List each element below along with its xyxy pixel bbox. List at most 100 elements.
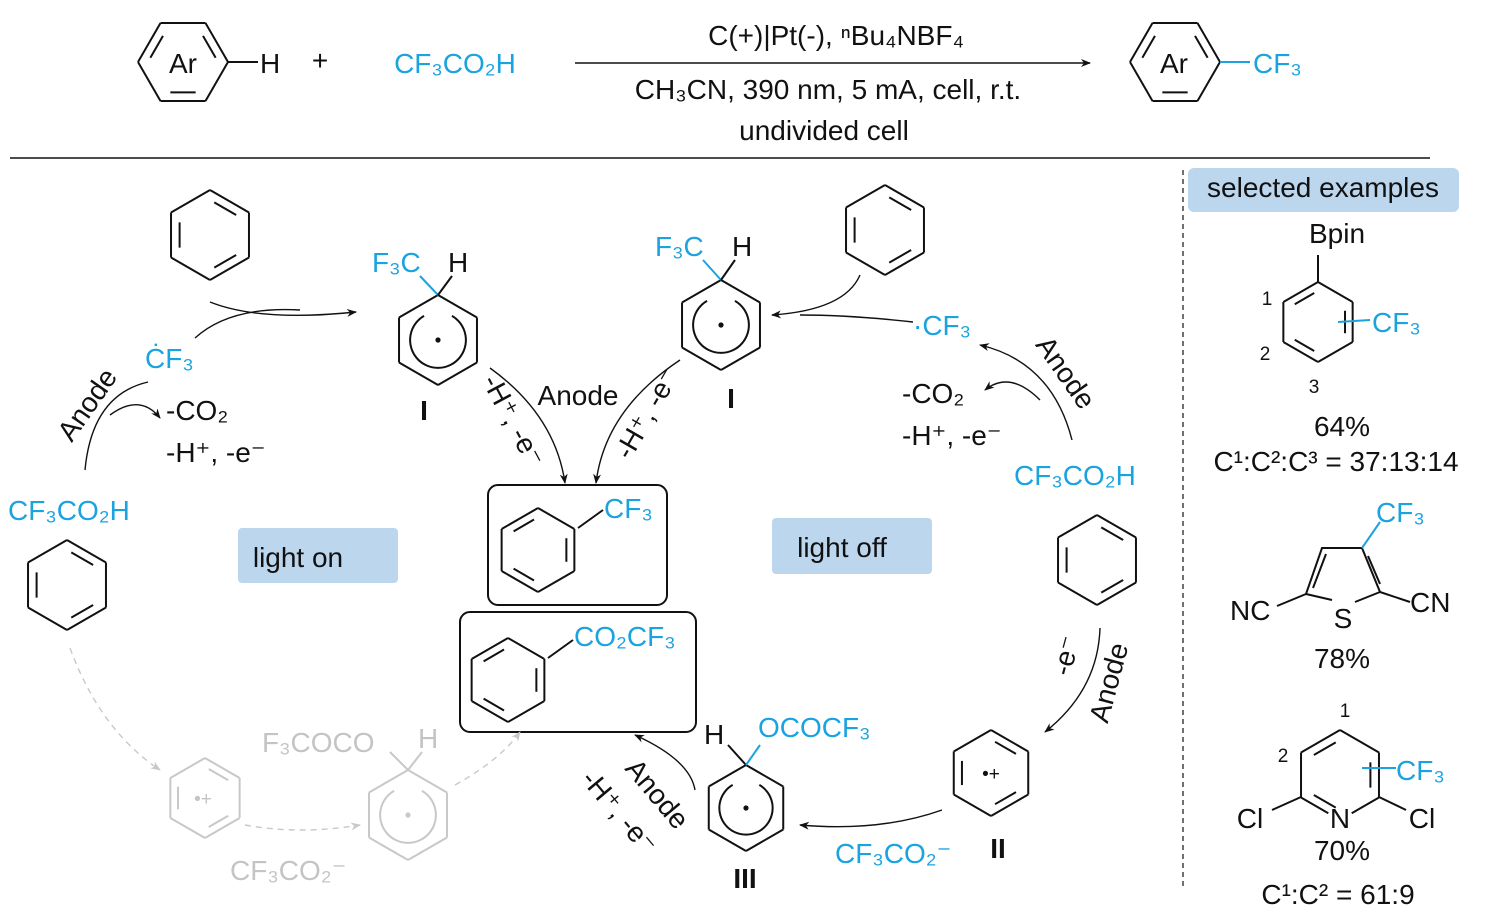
examples-title-box — [1188, 168, 1459, 212]
example-3: 1 2 CF₃ Cl N Cl 70% C¹:C² = 61:9 — [1237, 701, 1445, 910]
anode-label-3: Anode — [1083, 639, 1134, 725]
aryl-label: Ar — [169, 48, 197, 79]
intermediate-i-left: I — [420, 395, 428, 426]
faded-radical-cation-ring — [169, 757, 241, 839]
product-cf3-label: CF₃ — [1253, 48, 1302, 79]
h-label-iii: H — [704, 719, 724, 750]
mechanism-arrows — [69, 274, 1101, 831]
benzene-ring — [170, 189, 250, 281]
f3c-label-right: F₃C — [655, 231, 704, 262]
ex1-yield: 64% — [1314, 411, 1370, 442]
bpin-label: Bpin — [1309, 218, 1365, 249]
ex1-ratio: C¹:C²:C³ = 37:13:14 — [1213, 446, 1458, 477]
minus-co2: -CO₂ — [166, 395, 228, 426]
ex3-cl-left: Cl — [1237, 803, 1263, 834]
intermediate-iii: III — [733, 863, 756, 894]
h-label-right: H — [732, 231, 752, 262]
cyclohexadienyl-radical-ring — [681, 279, 761, 371]
faded-f3coco: F₃COCO — [262, 727, 375, 758]
position-1-pyridine: 1 — [1340, 701, 1351, 722]
benzene-ring — [845, 184, 925, 276]
h-label: H — [448, 247, 468, 278]
faded-pathway: •+ F₃COCO H CF₃CO₂⁻ — [194, 723, 438, 886]
double-bond — [70, 551, 94, 566]
delocalization-arc — [379, 789, 437, 844]
double-bond — [70, 604, 94, 619]
radical-dot — [718, 322, 724, 328]
double-bond — [513, 518, 535, 533]
ococf3-label: OCOCF₃ — [758, 712, 871, 743]
ring-structures — [27, 22, 1380, 861]
double-bond — [208, 814, 229, 828]
benzene-ring — [1057, 514, 1137, 606]
thiophene-s: S — [1334, 603, 1353, 634]
deprotonation-label-right: -H⁺, -e⁻ — [608, 362, 685, 464]
double-bond — [888, 249, 912, 264]
plus-sign: + — [312, 45, 328, 76]
double-bond — [1294, 292, 1315, 306]
radical-dot — [743, 805, 749, 811]
ex2-cf3: CF₃ — [1376, 497, 1425, 528]
pyridine-ring — [1300, 729, 1380, 815]
ex3-cf3: CF₃ — [1396, 755, 1445, 786]
double-bond — [149, 35, 164, 59]
overall-reaction: Ar H + CF₃CO₂H C(+)|Pt(-), ⁿBu₄NBF₄ CH₃C… — [169, 20, 1302, 146]
cyclohexadienyl-radical-ring — [398, 294, 478, 386]
faded-cyclohexadienyl-ring — [368, 769, 448, 861]
trifluoroacetate-label: CF₃CO₂⁻ — [835, 838, 951, 869]
anode-label-right: Anode — [1030, 330, 1102, 414]
double-bond — [208, 768, 229, 782]
f3c-label: F₃C — [372, 247, 421, 278]
ex2-yield: 78% — [1314, 643, 1370, 674]
ex2-nc: NC — [1230, 595, 1270, 626]
product-cf3: CF₃ — [604, 493, 653, 524]
double-bond — [202, 35, 217, 59]
double-bond — [1100, 579, 1124, 594]
radical-cation-sign: •+ — [982, 764, 1000, 785]
double-bond — [994, 791, 1017, 806]
double-bond — [1141, 35, 1156, 59]
double-bond — [1294, 338, 1315, 352]
cf3-radical-right: ·CF₃ — [913, 310, 971, 341]
product-aryl-ring — [1129, 22, 1221, 102]
light-on-label: light on — [253, 542, 343, 573]
ex1-cf3: CF₃ — [1372, 307, 1421, 338]
product-co2cf3: CO₂CF₃ — [574, 621, 676, 652]
double-bond — [213, 254, 237, 269]
double-bond — [483, 697, 505, 712]
example-1: Bpin 1 2 3 CF₃ 64% C¹:C²:C³ = 37:13:14 — [1213, 218, 1458, 477]
anode-label-2: Anode — [538, 380, 619, 411]
minus-co2-right: -CO₂ — [902, 378, 964, 409]
conditions-top: C(+)|Pt(-), ⁿBu₄NBF₄ — [708, 20, 964, 51]
pyridine-n: N — [1330, 803, 1350, 834]
acid-label: CF₃CO₂H — [8, 495, 130, 526]
benzene-ring — [470, 637, 546, 723]
position-3: 3 — [1309, 377, 1320, 398]
double-bond — [1100, 526, 1124, 541]
cyclohexadienyl-radical-ring — [707, 764, 785, 852]
radical-dot — [405, 812, 411, 818]
ex3-yield: 70% — [1314, 835, 1370, 866]
intermediate-i-right: I — [727, 383, 735, 414]
product-aryl-label: Ar — [1160, 48, 1188, 79]
cf3-radical: ĊF₃ — [145, 343, 194, 374]
delocalization-arc — [692, 299, 750, 354]
position-2: 2 — [1260, 344, 1271, 365]
faded-h: H — [418, 723, 438, 754]
radical-dot — [435, 337, 441, 343]
light-off-box — [772, 518, 932, 574]
product-box-ester — [459, 611, 697, 733]
double-bond — [994, 740, 1017, 755]
faded-radical-cation-sign: •+ — [194, 789, 212, 810]
double-bond — [513, 567, 535, 582]
minus-e-label: -e⁻ — [1046, 632, 1086, 678]
conditions-bottom: CH₃CN, 390 nm, 5 mA, cell, r.t. — [635, 74, 1021, 105]
faded-trifluoroacetate: CF₃CO₂⁻ — [230, 855, 346, 886]
example-2: S NC CN CF₃ 78% — [1230, 497, 1450, 674]
double-bond — [213, 201, 237, 216]
position-2-pyridine: 2 — [1278, 746, 1289, 767]
delocalization-arc — [718, 784, 774, 836]
double-bond — [1194, 35, 1209, 59]
light-on-box — [238, 528, 398, 583]
double-bond — [1313, 741, 1337, 756]
